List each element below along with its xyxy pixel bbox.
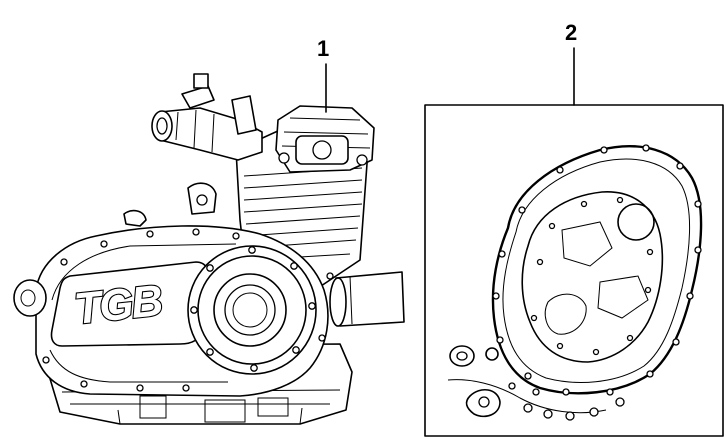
engine-illustration[interactable]: TGB <box>13 73 405 425</box>
engine-brand-mark: TGB <box>72 276 165 334</box>
gasket-kit-illustration[interactable] <box>447 144 703 421</box>
callout-2[interactable]: 2 <box>565 20 577 106</box>
callout-1-label: 1 <box>317 36 329 61</box>
callout-2-label: 2 <box>565 20 577 45</box>
callout-1[interactable]: 1 <box>317 36 329 113</box>
gasket-kit-frame <box>424 104 724 437</box>
